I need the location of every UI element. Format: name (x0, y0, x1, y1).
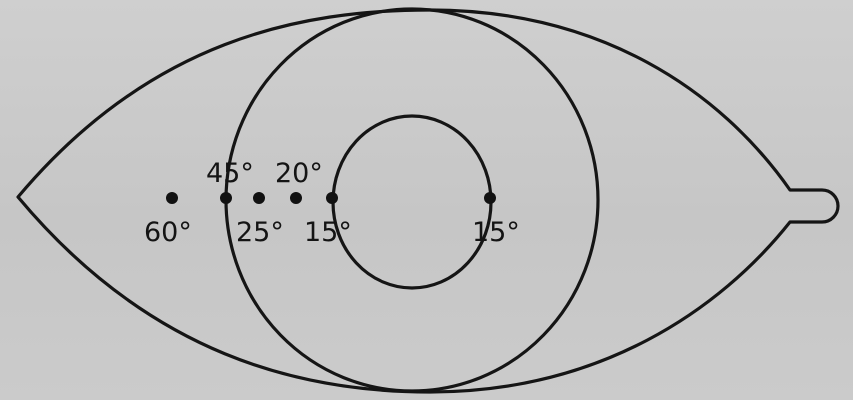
point-15-left-dot (326, 192, 338, 204)
eye-outline (18, 10, 838, 392)
point-20-dot (290, 192, 302, 204)
outer-circle (226, 9, 598, 391)
label-20: 20° (275, 158, 323, 189)
point-45-dot (220, 192, 232, 204)
label-15-left: 15° (304, 217, 352, 248)
point-60-dot (166, 192, 178, 204)
point-25-dot (253, 192, 265, 204)
point-15-right-dot (484, 192, 496, 204)
label-25: 25° (236, 217, 284, 248)
label-15-right: 15° (472, 217, 520, 248)
label-60: 60° (144, 217, 192, 248)
label-45: 45° (206, 158, 254, 189)
inner-circle (333, 116, 491, 288)
